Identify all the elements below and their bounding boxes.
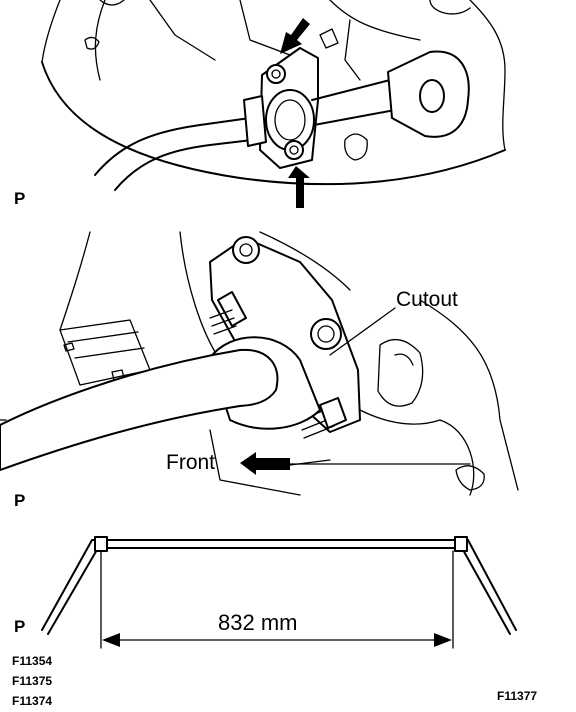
figure-code-main: F11377 bbox=[497, 689, 538, 703]
figure-code-1: F11354 bbox=[12, 654, 53, 668]
figure-code-2: F11375 bbox=[12, 674, 53, 688]
panel-1-mark: P bbox=[14, 189, 26, 208]
panel-2-orientation-view bbox=[0, 231, 519, 496]
front-label: Front bbox=[166, 451, 216, 474]
cutout-label: Cutout bbox=[396, 288, 458, 311]
figure-code-3: F11374 bbox=[12, 694, 53, 708]
panel-3-mark: P bbox=[14, 617, 26, 636]
panel-2-mark: P bbox=[14, 491, 26, 510]
bar-length-dimension: 832 mm bbox=[218, 610, 298, 635]
panel-3-dimension-view bbox=[41, 536, 517, 649]
panel-1-bracket-view bbox=[41, 0, 506, 208]
